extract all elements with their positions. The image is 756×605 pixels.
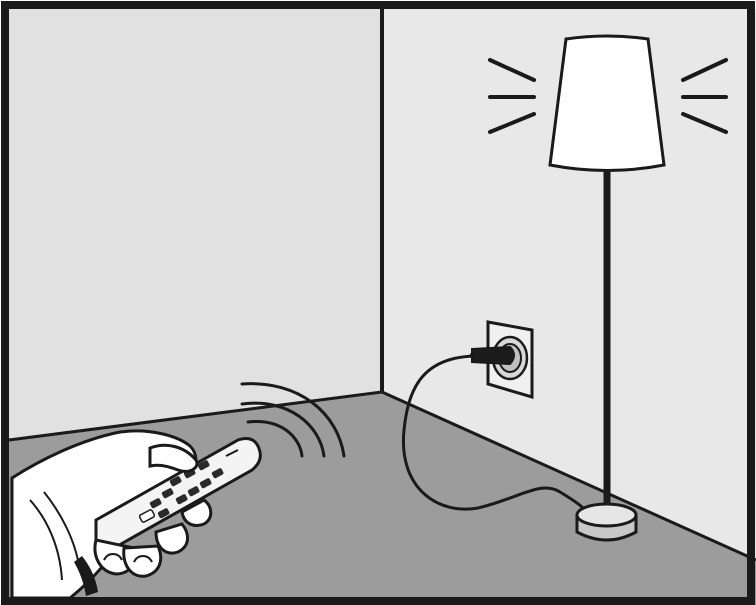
- lamp-base: [577, 504, 636, 540]
- lamp-shade-icon: [550, 36, 664, 171]
- left-wall: [9, 9, 382, 440]
- plug-icon: [470, 347, 514, 364]
